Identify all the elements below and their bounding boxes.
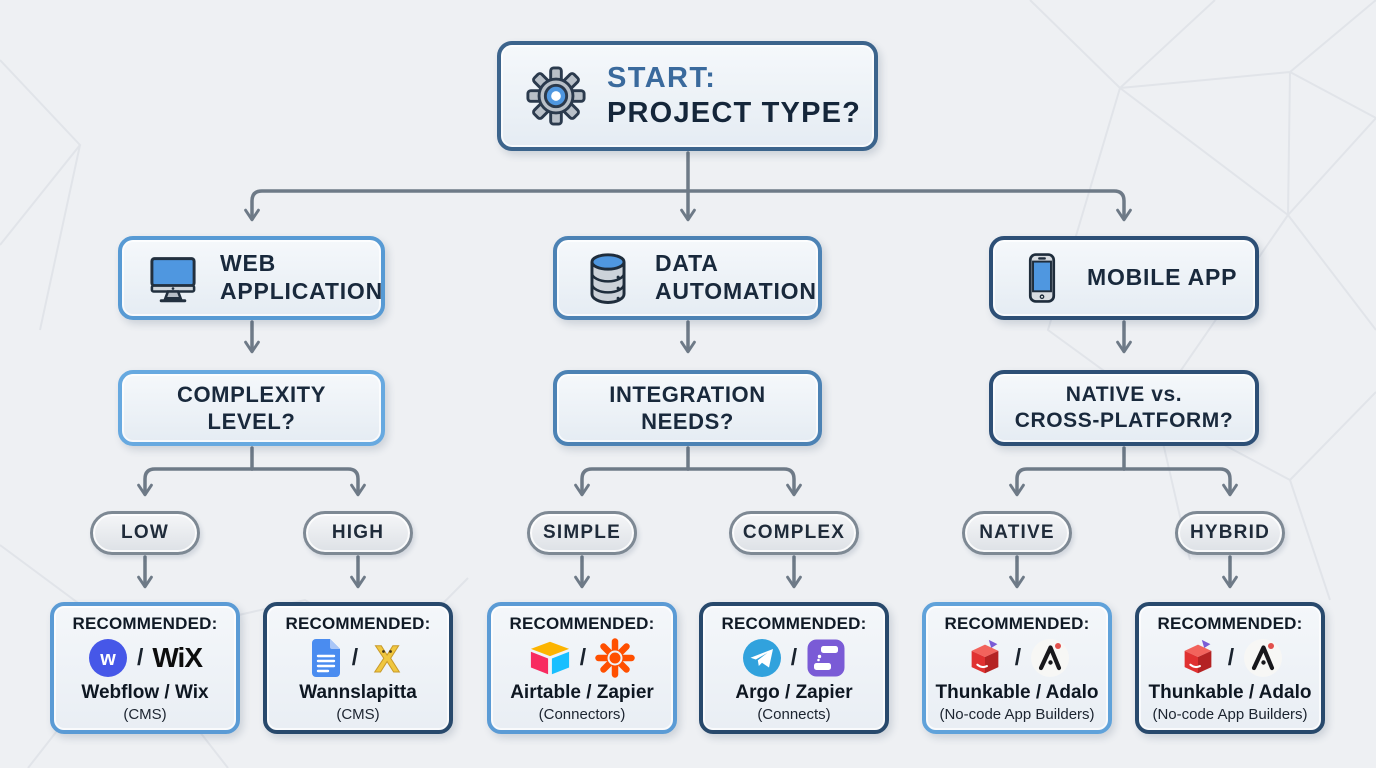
- logo-separator: /: [1014, 644, 1022, 670]
- recommended-heading: RECOMMENDED:: [944, 613, 1090, 633]
- option-low: LOW: [90, 511, 200, 555]
- option-native: NATIVE: [962, 511, 1072, 555]
- node-native-vs-crossplatform: NATIVE vs. CROSS-PLATFORM?: [989, 370, 1259, 446]
- recommendation-name: Webflow / Wix: [81, 681, 209, 703]
- document-icon: [309, 638, 343, 678]
- node-data-automation: DATA AUTOMATION: [553, 236, 822, 320]
- recommendation-category: (Connects): [757, 705, 831, 723]
- airtable-logo: [529, 639, 571, 677]
- recommendation-webflow-wix: RECOMMENDED: w / WiX Webflow / Wix (CMS): [50, 602, 240, 734]
- recommended-heading: RECOMMENDED:: [721, 613, 867, 633]
- branch-label-line1: WEB: [220, 250, 277, 277]
- recommendation-thunkable-adalo: RECOMMENDED: / Th: [1135, 602, 1325, 734]
- node-complexity-level: COMPLEXITY LEVEL?: [118, 370, 385, 446]
- webflow-logo: w: [88, 638, 128, 678]
- branch-label-line1: MOBILE APP: [1087, 264, 1238, 291]
- branch-label-line2: AUTOMATION: [655, 278, 817, 304]
- option-hybrid: HYBRID: [1175, 511, 1285, 555]
- node-mobile-app: MOBILE APP: [989, 236, 1259, 320]
- start-label-line2: PROJECT TYPE?: [607, 97, 862, 129]
- option-high: HIGH: [303, 511, 413, 555]
- recommended-heading: RECOMMENDED:: [1157, 613, 1303, 633]
- start-label-line1: START:: [607, 62, 717, 95]
- question-line2: LEVEL?: [207, 409, 296, 434]
- svg-text:X: X: [375, 639, 401, 678]
- zapier-logo: [595, 637, 635, 678]
- recommendation-airtable-zapier: RECOMMENDED: / Airtable / Zapier: [487, 602, 677, 734]
- smartphone-icon: [1017, 251, 1067, 305]
- question-line2: NEEDS?: [641, 409, 734, 434]
- gear-icon: [525, 65, 587, 127]
- recommendation-category: (No-code App Builders): [939, 705, 1095, 723]
- recommendation-name: Thunkable / Adalo: [1148, 681, 1312, 703]
- recommendation-category: (Connectors): [538, 705, 626, 723]
- start-node: START: PROJECT TYPE?: [497, 41, 878, 151]
- thunkable-logo: [1177, 637, 1219, 679]
- recommendation-category: (No-code App Builders): [1152, 705, 1308, 723]
- branch-label-line2: APPLICATION: [220, 278, 383, 304]
- adalo-logo: [1243, 638, 1283, 678]
- recommended-heading: RECOMMENDED:: [509, 613, 655, 633]
- wix-logo: WiX: [152, 641, 203, 673]
- recommended-heading: RECOMMENDED:: [285, 613, 431, 633]
- recommendation-name: Argo / Zapier: [735, 681, 853, 703]
- svg-text:w: w: [99, 648, 116, 670]
- telegram-logo: [742, 638, 782, 678]
- question-line2: CROSS-PLATFORM?: [1014, 409, 1234, 432]
- question-line1: INTEGRATION: [609, 381, 766, 407]
- recommendation-wannslapitta: RECOMMENDED: / X Wannslapit: [263, 602, 453, 734]
- logo-separator: /: [790, 644, 798, 670]
- adalo-logo: [1030, 638, 1070, 678]
- recommendation-thunkable-adalo: RECOMMENDED: / Th: [922, 602, 1112, 734]
- recommendation-name: Airtable / Zapier: [510, 681, 654, 703]
- wix-mascot-icon: X: [367, 638, 407, 678]
- node-web-application: WEB APPLICATION: [118, 236, 385, 320]
- question-line1: COMPLEXITY: [176, 381, 326, 407]
- recommendation-argo-zapier: RECOMMENDED: / Argo / Zapier (Conne: [699, 602, 889, 734]
- workflow-logo: [806, 638, 846, 678]
- recommended-heading: RECOMMENDED:: [72, 613, 218, 633]
- branch-label-line1: DATA: [655, 250, 719, 277]
- logo-separator: /: [579, 644, 587, 670]
- node-integration-needs: INTEGRATION NEEDS?: [553, 370, 822, 446]
- logo-separator: /: [136, 644, 144, 670]
- database-icon: [581, 251, 635, 305]
- recommendation-category: (CMS): [123, 705, 167, 723]
- logo-separator: /: [1227, 644, 1235, 670]
- recommendation-category: (CMS): [336, 705, 380, 723]
- thunkable-logo: [964, 637, 1006, 679]
- recommendation-name: Thunkable / Adalo: [935, 681, 1099, 703]
- question-line1: NATIVE vs.: [1065, 382, 1183, 406]
- option-complex: COMPLEX: [729, 511, 859, 555]
- monitor-icon: [146, 251, 200, 305]
- logo-separator: /: [351, 644, 359, 670]
- option-simple: SIMPLE: [527, 511, 637, 555]
- recommendation-name: Wannslapitta: [299, 681, 417, 703]
